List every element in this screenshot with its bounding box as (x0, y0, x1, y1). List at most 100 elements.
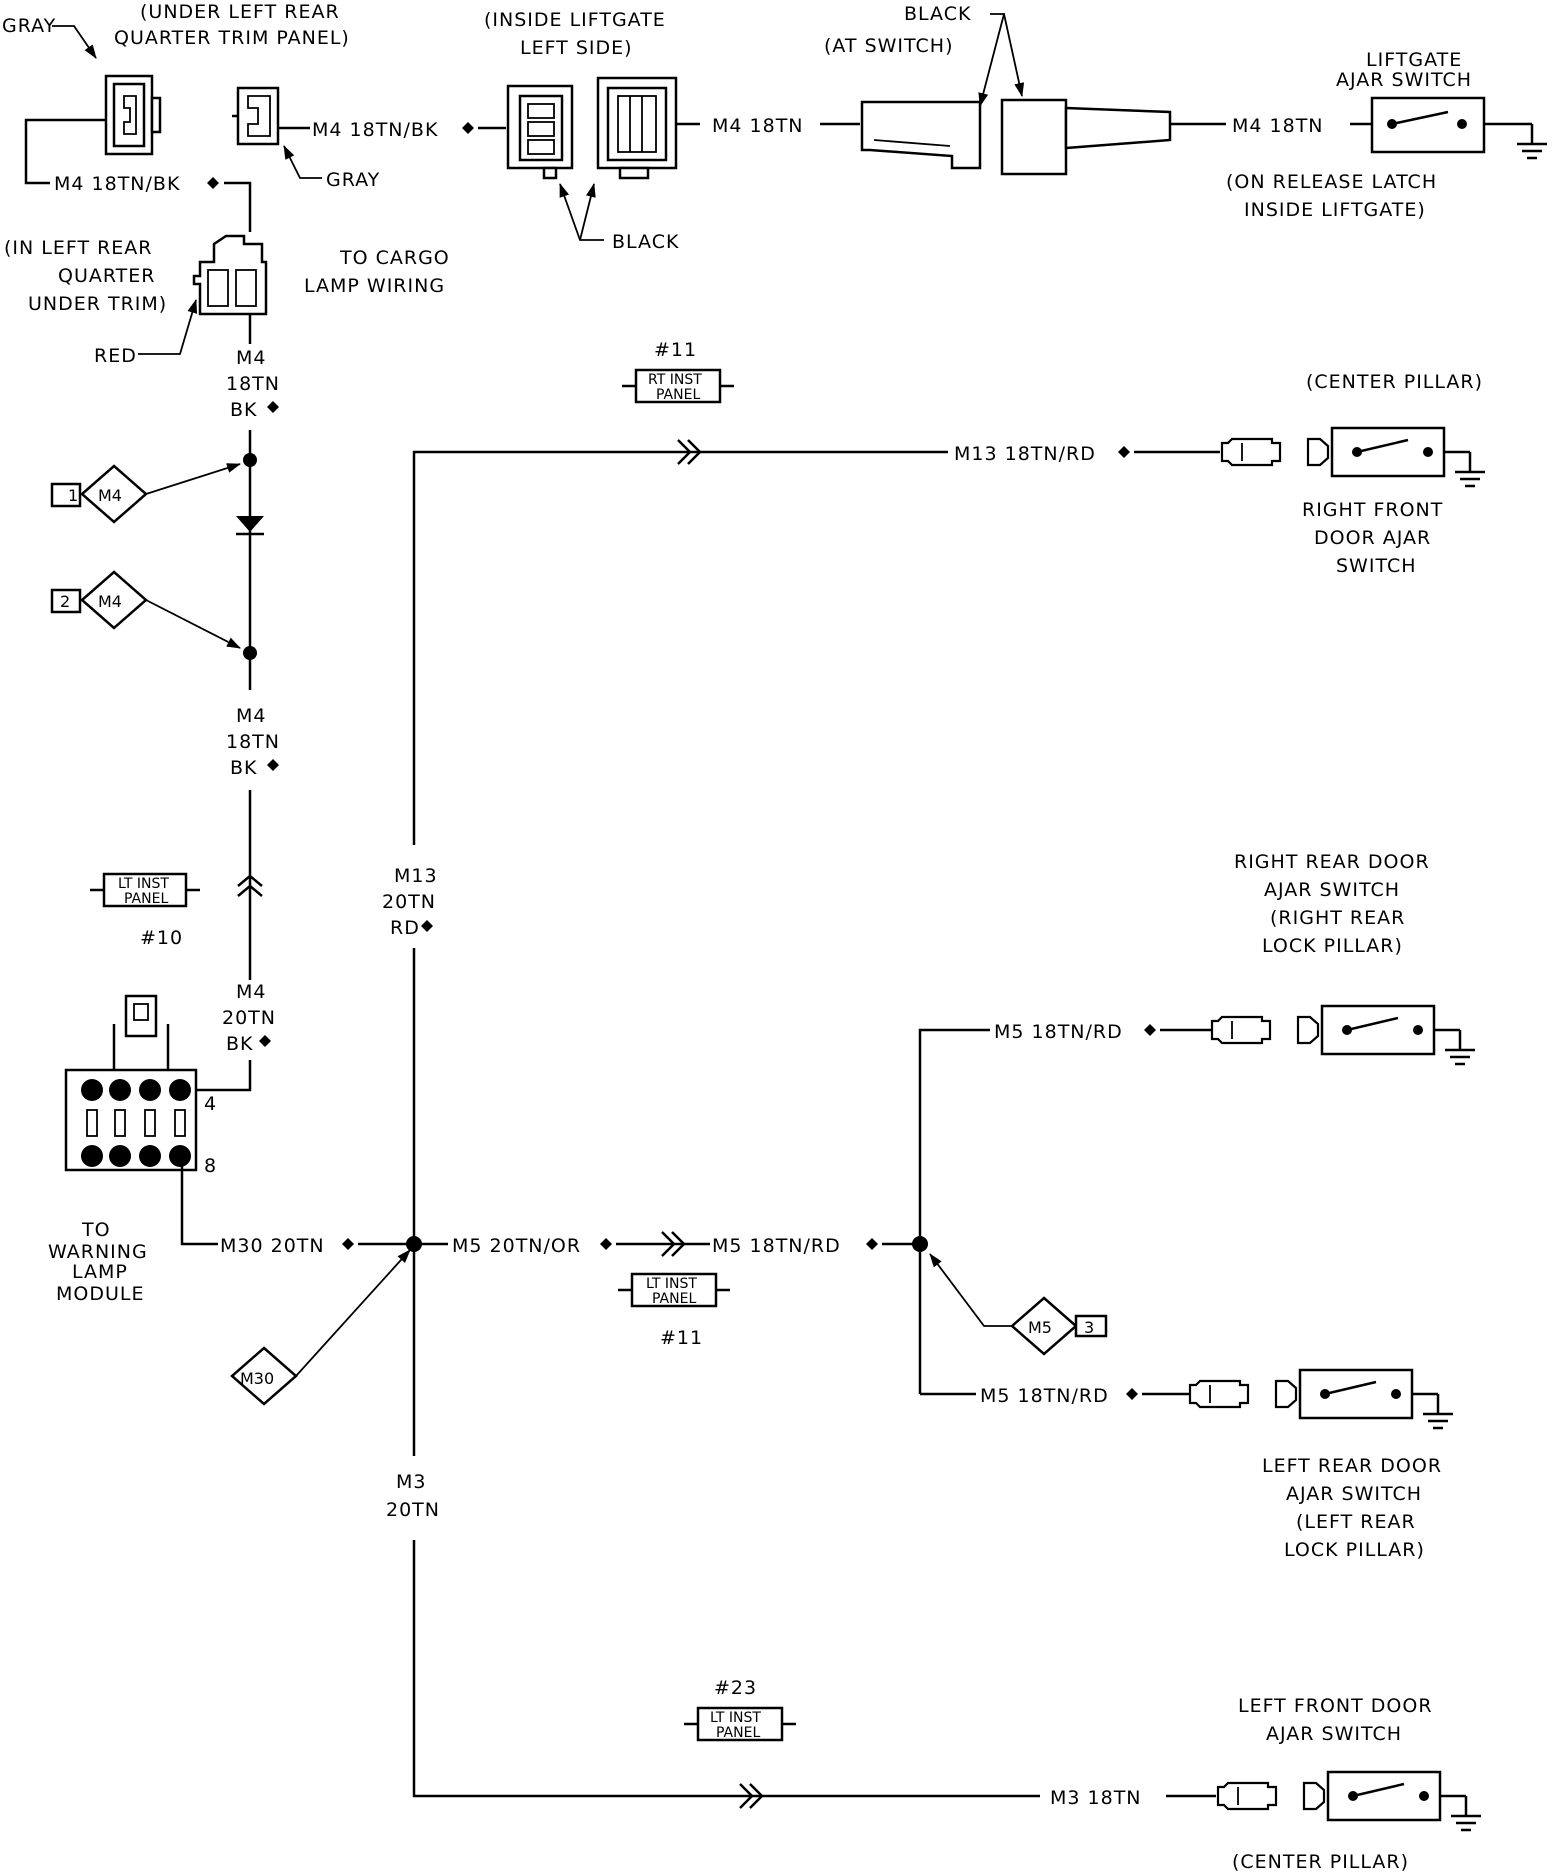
rr-label-2: AJAR SWITCH (1264, 879, 1400, 901)
wire-m30-20tn: M30 20TN (220, 1235, 325, 1257)
left-column: M4 18TN BK 1 M4 2 M4 M4 18TN BK (48, 347, 411, 1406)
wire-m4-18tn-a: M4 18TN (712, 115, 804, 137)
rr-label-1: RIGHT REAR DOOR (1234, 851, 1430, 873)
rf-label-1: RIGHT FRONT (1302, 499, 1443, 521)
right-rear-door-ajar-switch (1210, 1004, 1477, 1066)
quarter-trim-connector-2 (232, 86, 280, 146)
warning-lamp-connector: 4 8 (64, 994, 217, 1177)
wire-m4-18tn-bk-left: M4 18TN/BK (54, 173, 180, 195)
gray-label-mid: GRAY (326, 169, 380, 191)
rr-label-4: LOCK PILLAR) (1262, 935, 1403, 957)
m4-b-label-3: BK (230, 757, 258, 779)
gray-label-left: GRAY (2, 15, 56, 37)
pin-8-label: 8 (204, 1155, 217, 1177)
m4-a-label-3: BK (230, 399, 258, 421)
lt-inst-11-label-1: LT INST (646, 1276, 697, 1292)
ref-23-label: #23 (714, 1677, 757, 1699)
quarter-trim-connector-1 (104, 74, 162, 156)
m5-tag-code: M5 (1028, 1318, 1052, 1337)
m4-a-label-1: M4 (236, 347, 266, 369)
m5-splice (912, 1236, 928, 1252)
lt-inst-10-label-2: PANEL (124, 891, 168, 907)
rt-inst-label-1: RT INST (648, 372, 702, 388)
lf-label-1: LEFT FRONT DOOR (1238, 1695, 1433, 1717)
tag-1-number: 1 (68, 486, 78, 505)
m4-b-label-2: 18TN (226, 731, 280, 753)
in-left-rear-label-3: UNDER TRIM) (28, 293, 167, 315)
cargo-lamp-label-2: LAMP WIRING (304, 275, 445, 297)
m13-vert-label-1: M13 (394, 865, 438, 887)
rt-inst-label-2: PANEL (656, 387, 700, 403)
lt-inst-panel-10: LT INST PANEL (90, 872, 200, 908)
wire-m5-18tn-rd-top: M5 18TN/RD (994, 1021, 1123, 1043)
wire-m5-18tn-rd-mid: M5 18TN/RD (712, 1235, 841, 1257)
lr-label-2: AJAR SWITCH (1286, 1483, 1422, 1505)
lr-label-4: LOCK PILLAR) (1284, 1539, 1425, 1561)
red-wire-label: RED (94, 345, 137, 367)
liftgate-right-connector (596, 76, 700, 180)
inside-liftgate-label-1: (INSIDE LIFTGATE (484, 9, 666, 31)
tag-1-code: M4 (98, 486, 122, 505)
m13-vert-label-2: 20TN (382, 891, 436, 913)
m3-vert-label-1: M3 (396, 1471, 426, 1493)
m13-vert-label-3: RD (390, 917, 420, 939)
liftgate-inline-connector (860, 98, 1172, 176)
m4-c-label-1: M4 (236, 981, 266, 1003)
lt-inst-11-label-2: PANEL (652, 1291, 696, 1307)
lr-label-1: LEFT REAR DOOR (1262, 1455, 1442, 1477)
under-left-rear-label-2: QUARTER TRIM PANEL) (114, 27, 350, 49)
tag-2-code: M4 (98, 592, 122, 611)
top-section: GRAY (UNDER LEFT REAR QUARTER TRIM PANEL… (2, 1, 1549, 367)
ref-11-top-label: #11 (654, 339, 697, 361)
right-section: (CENTER PILLAR) RIGHT FRONT DOOR AJAR SW… (912, 371, 1487, 1873)
wire-m4-18tn-bk-mid: M4 18TN/BK (312, 119, 438, 141)
left-rear-door-ajar-switch (1188, 1368, 1455, 1430)
black-at-switch-label-2: (AT SWITCH) (824, 35, 954, 57)
lt-inst-23-label-1: LT INST (710, 1710, 761, 1726)
rf-label-3: SWITCH (1336, 555, 1417, 577)
in-left-rear-label-1: (IN LEFT REAR (4, 237, 153, 259)
liftgate-switch-label-2: AJAR SWITCH (1336, 69, 1472, 91)
center-column: #11 RT INST PANEL M13 18TN/RD M13 20TN R… (382, 339, 1220, 1809)
m4-a-label-2: 18TN (226, 373, 280, 395)
splice-tag-2: 2 M4 (50, 570, 241, 649)
m30-tag-code: M30 (240, 1369, 274, 1388)
warning-module-label-2: WARNING (48, 1241, 148, 1263)
m4-c-label-3: BK (226, 1033, 254, 1055)
lt-inst-23-label-2: PANEL (716, 1725, 760, 1741)
m5-tag-number: 3 (1084, 1318, 1094, 1337)
in-left-rear-label-2: QUARTER (58, 265, 156, 287)
m4-c-label-2: 20TN (222, 1007, 276, 1029)
rf-label-2: DOOR AJAR (1314, 527, 1431, 549)
m3-vert-label-2: 20TN (386, 1499, 440, 1521)
ref-10-label: #10 (140, 927, 183, 949)
wire-m4-18tn-b: M4 18TN (1232, 115, 1324, 137)
lr-label-3: (LEFT REAR (1296, 1511, 1416, 1533)
rr-label-3: (RIGHT REAR (1270, 907, 1405, 929)
wire-m3-18tn: M3 18TN (1050, 1787, 1142, 1809)
liftgate-ajar-switch (1370, 96, 1549, 160)
cargo-lamp-label-1: TO CARGO (339, 247, 450, 269)
m5-splice-tag: M5 3 (929, 1253, 1108, 1356)
lt-inst-panel-11: LT INST PANEL (618, 1272, 730, 1308)
tag-2-number: 2 (60, 592, 70, 611)
lt-inst-10-label-1: LT INST (118, 876, 169, 892)
wire-m5-20tn-or: M5 20TN/OR (452, 1235, 581, 1257)
wire-m13-18tn-rd: M13 18TN/RD (954, 443, 1096, 465)
warning-module-label-3: LAMP (72, 1261, 128, 1283)
black-connector-label: BLACK (612, 231, 679, 253)
release-latch-label-1: (ON RELEASE LATCH (1226, 171, 1437, 193)
pin-4-label: 4 (204, 1093, 217, 1115)
lt-inst-panel-23: LT INST PANEL (684, 1706, 796, 1742)
release-latch-label-2: INSIDE LIFTGATE) (1244, 199, 1426, 221)
black-at-switch-label-1: BLACK (904, 3, 971, 25)
under-left-rear-label-1: (UNDER LEFT REAR (140, 1, 340, 23)
right-front-door-ajar-switch (1220, 426, 1487, 488)
left-front-door-ajar-switch (1216, 1770, 1483, 1832)
left-rear-quarter-connector (192, 234, 268, 344)
center-pillar-bottom-label: (CENTER PILLAR) (1232, 1851, 1409, 1873)
center-pillar-top-label: (CENTER PILLAR) (1306, 371, 1483, 393)
m4-b-label-1: M4 (236, 705, 266, 727)
liftgate-left-connector (506, 84, 574, 180)
